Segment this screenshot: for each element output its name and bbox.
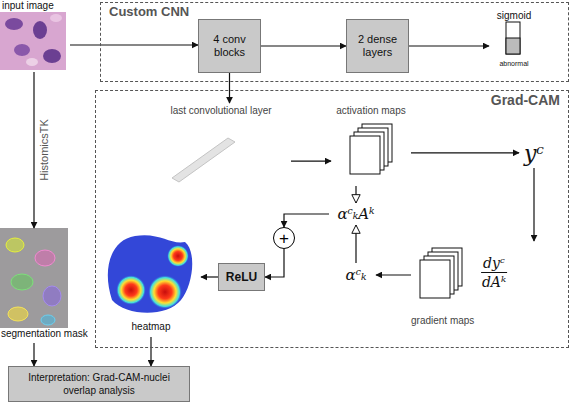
gradcam-region: Grad-CAM last convolutional layer activati… (95, 90, 569, 348)
mask-blob (8, 307, 28, 321)
maps-node: dyᶜdAᵏ gradient maps (411, 241, 541, 331)
gradient-stack (420, 248, 462, 298)
node-label: sigmoid (497, 9, 531, 22)
map-sheet (420, 260, 450, 298)
node-label: input image (2, 0, 54, 12)
nucleus (14, 44, 30, 56)
connector-arrow (411, 152, 519, 153)
node-label: + (279, 230, 289, 247)
nucleus (5, 18, 23, 30)
connector-arrow (33, 343, 34, 366)
weighted-maps: αᶜₖAᵏ (329, 203, 383, 225)
nucleus (33, 21, 47, 39)
nucleus (43, 49, 61, 63)
maps-node: activation maps (331, 103, 411, 186)
activation-stack (350, 124, 392, 174)
connector-arrow (355, 225, 356, 263)
node-label: αᶜₖAᵏ (337, 205, 374, 223)
heatmap-node: heatmap (101, 227, 201, 337)
mask-blob (6, 238, 24, 252)
node-label: dyᶜ (481, 255, 507, 273)
connector-arrow (201, 276, 218, 277)
connector-arrow (291, 161, 331, 162)
connector-arrow (33, 72, 34, 228)
node-label: gradient maps (411, 315, 474, 327)
node-label: Grad-CAM (491, 92, 560, 109)
node-label: 4 conv blocks (201, 33, 258, 59)
mask-ground (0, 228, 68, 328)
weights: αᶜₖ (336, 263, 376, 287)
node-label: activation maps (336, 105, 405, 117)
sum-node: + (273, 227, 295, 249)
hot-spot (167, 245, 189, 267)
segmentation-image (0, 228, 68, 328)
image-node: input image (0, 0, 70, 72)
cytoplasm (26, 58, 38, 66)
heat-blob (108, 235, 192, 313)
mask-blob (41, 315, 55, 325)
node-label: dAᵏ (482, 274, 506, 291)
connector-arrow (376, 274, 411, 275)
connector-arrow (150, 337, 151, 366)
connector-arrow (265, 249, 284, 277)
interpretation-box: Interpretation: Grad-CAM-nuclei overlap … (8, 366, 190, 402)
node-label: abnormal (499, 59, 528, 69)
conv-layer-slab (172, 138, 235, 182)
node-label: Interpretation: Grad-CAM-nuclei overlap … (11, 371, 187, 397)
heatmap-image (108, 235, 192, 313)
output-node: sigmoid abnormal (489, 7, 539, 73)
connector-arrow (261, 45, 346, 46)
node-label: ReLU (226, 271, 257, 284)
node-label: heatmap (132, 321, 171, 333)
input-image (0, 12, 66, 70)
connector-arrow (409, 45, 489, 46)
edge-label: HistomicsTK (38, 117, 50, 183)
tissue-ground (0, 12, 66, 70)
output-score: yᶜ (519, 138, 549, 168)
connector-arrow (70, 44, 198, 45)
process-box: 2 dense layers (346, 19, 409, 73)
mask-blob (35, 250, 55, 266)
node-label: last convolutional layer (170, 105, 271, 117)
connector-arrow (533, 168, 534, 241)
connector-arrow (284, 214, 329, 227)
connector-arrow (229, 73, 230, 103)
connector-arrow (355, 186, 356, 203)
layer-node: last convolutional layer (151, 103, 291, 186)
sigmoid-fill (506, 38, 520, 54)
cytoplasm (50, 14, 62, 22)
hot-spot (116, 275, 146, 305)
mask-blob (43, 286, 61, 306)
node-label: Custom CNN (109, 4, 189, 20)
node-label: 2 dense layers (349, 33, 406, 59)
relu-box: ReLU (218, 263, 265, 291)
hot-spot (148, 275, 182, 309)
node-label: αᶜₖ (346, 266, 367, 284)
cnn-region: Custom CNN 4 conv blocks 2 dense layers sig… (100, 2, 569, 82)
node-label: segmentation mask (1, 328, 88, 340)
map-sheet (350, 136, 380, 174)
node-label: yᶜ (524, 141, 544, 166)
mask-node: segmentation mask (0, 228, 92, 343)
sigmoid-bar (506, 22, 520, 54)
process-box: 4 conv blocks (198, 19, 261, 73)
mask-blob (11, 274, 33, 290)
